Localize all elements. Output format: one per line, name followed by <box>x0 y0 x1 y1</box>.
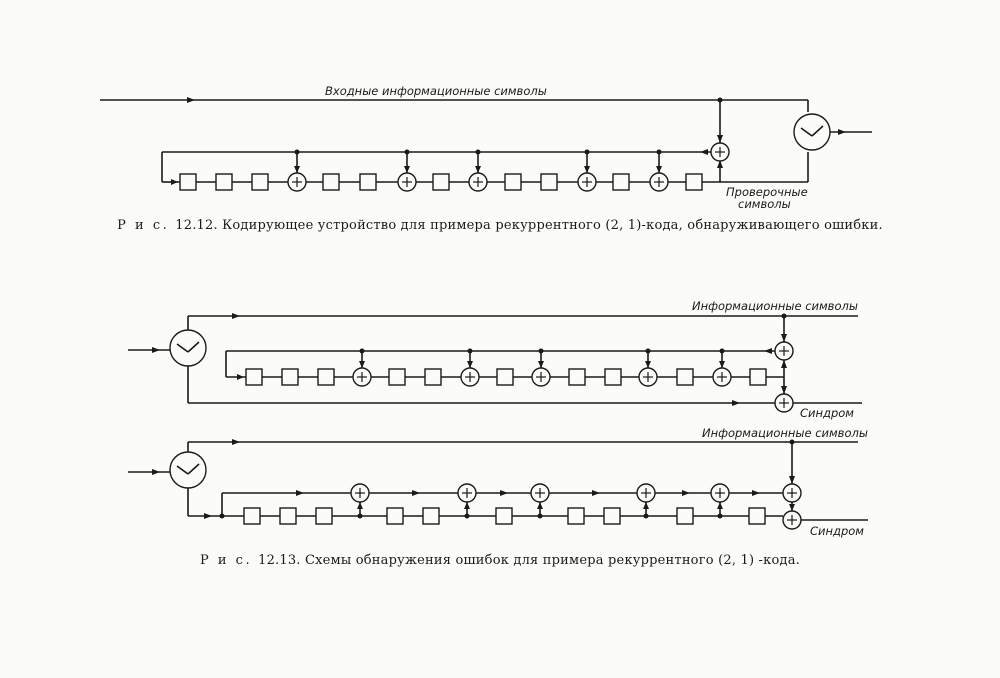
caption-12-12-lead: Р и с. <box>117 218 170 233</box>
label-info-symbols-bottom: Информационные символы <box>702 426 868 440</box>
label-info-symbols-top: Информационные символы <box>692 299 858 313</box>
caption-12-12-text: 12.12. Кодирующее устройство для примера… <box>175 218 883 233</box>
encoder-taps <box>294 149 662 173</box>
encoder-adders <box>287 142 730 192</box>
encoder-commutator <box>793 113 872 151</box>
caption-12-13-text: 12.13. Схемы обнаружения ошибок для прим… <box>258 553 800 568</box>
caption-figure-12-13: Р и с. 12.13. Схемы обнаружения ошибок дл… <box>0 553 1000 568</box>
detector-diagram-bottom: Информационные символы Синдром <box>128 426 868 538</box>
label-input-symbols: Входные информационные символы <box>325 84 547 98</box>
label-syndrome-top: Синдром <box>800 406 854 420</box>
detector-diagram-top: Информационные символы Синдром <box>128 299 862 420</box>
encoder-register <box>179 173 703 191</box>
caption-12-13-lead: Р и с. <box>200 553 253 568</box>
encoder-diagram: Входные информационные символы Проверочн… <box>100 84 872 211</box>
label-syndrome-bottom: Синдром <box>810 524 864 538</box>
label-check-symbols-2: символы <box>738 197 791 211</box>
caption-figure-12-12: Р и с. 12.12. Кодирующее устройство для п… <box>0 218 1000 233</box>
label-check-symbols-1: Проверочные <box>726 185 808 199</box>
